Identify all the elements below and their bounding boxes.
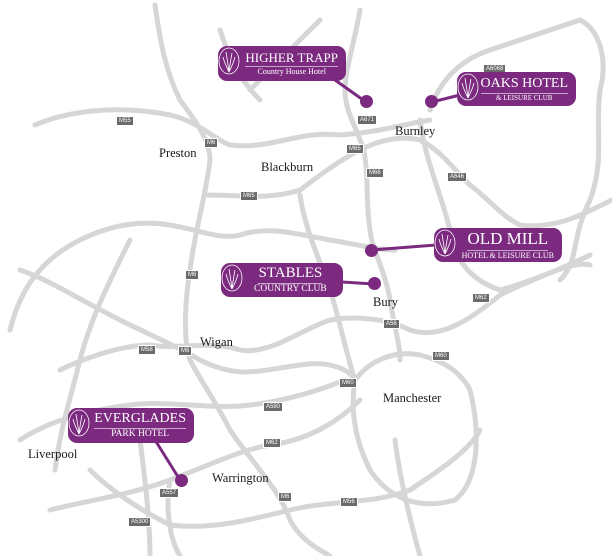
city-label-liverpool: Liverpool: [28, 447, 78, 461]
road-shield: M66: [366, 168, 384, 178]
wheat-logo-icon: [457, 73, 479, 104]
road-shield: M6: [204, 138, 219, 148]
road-shield: M60: [339, 378, 357, 388]
road-shield: M6: [185, 270, 200, 280]
road: [52, 237, 133, 473]
road: [427, 17, 606, 283]
hotel-subtitle: HOTEL & LEISURE CLUB: [461, 250, 554, 260]
hotel-label-oaks[interactable]: OAKS HOTEL& LEISURE CLUB: [457, 72, 576, 106]
city-label-manchester: Manchester: [383, 391, 442, 405]
wheat-logo-icon: [221, 264, 249, 295]
hotel-pin-oaks[interactable]: [425, 95, 438, 108]
hotel-name: EVERGLADES: [94, 411, 186, 429]
city-label-wigan: Wigan: [200, 335, 233, 349]
road-shield: A646: [447, 172, 468, 182]
hotel-name: STABLES: [258, 265, 323, 284]
road-shield: M65: [346, 144, 364, 154]
road-shield: M62: [472, 293, 490, 303]
road: [392, 437, 423, 556]
road-shield: A56: [383, 319, 400, 329]
road-shield: M55: [116, 116, 134, 126]
road-shield: M56: [340, 497, 358, 507]
hotel-subtitle: PARK HOTEL: [111, 428, 170, 439]
city-label-preston: Preston: [159, 146, 197, 160]
leader-line: [153, 439, 182, 481]
wheat-logo-icon: [218, 47, 240, 79]
hotel-name: HIGHER TRAPP: [245, 50, 338, 67]
hotel-pin-old-mill[interactable]: [365, 244, 378, 257]
hotel-pin-higher-trapp[interactable]: [360, 95, 373, 108]
hotel-subtitle: COUNTRY CLUB: [254, 283, 327, 294]
wheat-logo-icon: [434, 229, 457, 260]
city-label-warrington: Warrington: [212, 471, 269, 485]
road: [350, 351, 479, 507]
city-label-blackburn: Blackburn: [261, 160, 314, 174]
city-label-bury: Bury: [373, 295, 398, 309]
road-shield: M60: [432, 351, 450, 361]
wheat-logo-icon: [68, 409, 90, 441]
road: [7, 220, 398, 333]
hotel-name: OLD MILL: [467, 229, 549, 251]
road-shield: M65: [240, 191, 258, 201]
city-label-burnley: Burnley: [395, 124, 436, 138]
road-shield: M6: [178, 346, 193, 356]
hotel-subtitle: Country House Hotel: [257, 66, 326, 76]
road-shield: A5300: [128, 517, 152, 527]
road-shield: A671: [357, 115, 378, 125]
hotel-name: OAKS HOTEL: [480, 76, 568, 94]
hotel-subtitle: & LEISURE CLUB: [496, 93, 553, 102]
road: [17, 267, 358, 383]
road-shield: M6: [278, 492, 293, 502]
road-shield: M62: [263, 438, 281, 448]
road-shield: A580: [263, 402, 284, 412]
road: [202, 135, 612, 229]
leader-line: [371, 243, 437, 252]
hotel-pin-everglades[interactable]: [175, 474, 188, 487]
road-shield: M58: [138, 345, 156, 355]
hotel-pin-stables[interactable]: [368, 277, 381, 290]
road-shield: A557: [159, 488, 180, 498]
road: [32, 107, 433, 149]
road: [47, 397, 363, 513]
